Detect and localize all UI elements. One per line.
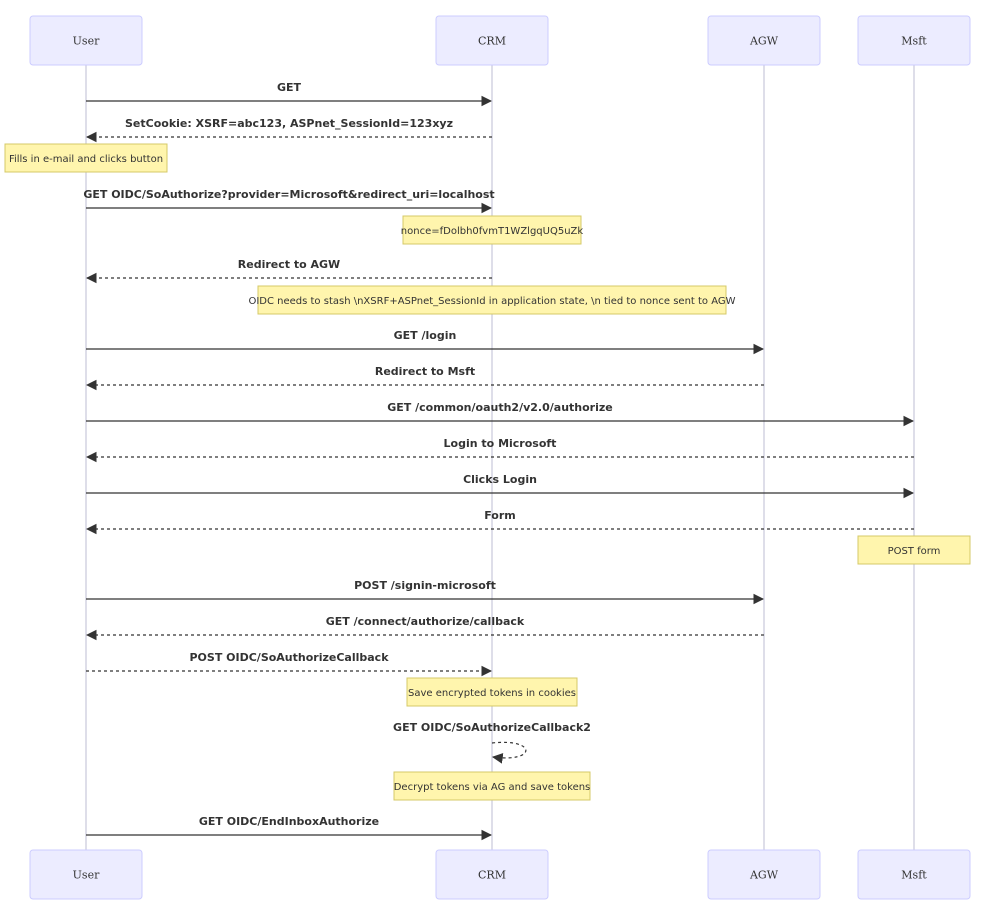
note: Decrypt tokens via AG and save tokens xyxy=(393,771,591,801)
participant-box xyxy=(29,849,143,900)
participant-label: AGW xyxy=(749,35,779,48)
participant-user-top: User xyxy=(29,15,143,66)
note-text: Save encrypted tokens in cookies xyxy=(408,688,576,699)
note-text: OIDC needs to stash \nXSRF+ASPnet_Sessio… xyxy=(248,296,735,307)
note-text: nonce=fDolbh0fvmT1WZlgqUQ5uZk xyxy=(401,226,584,237)
participant-box xyxy=(29,15,143,66)
message-label: GET xyxy=(277,81,302,94)
message: POST /signin-microsoft xyxy=(86,579,765,605)
note: Save encrypted tokens in cookies xyxy=(406,677,578,707)
self-message: GET OIDC/SoAuthorizeCallback2 xyxy=(393,721,591,764)
message: Clicks Login xyxy=(86,473,915,499)
note-box xyxy=(402,215,582,245)
participant-box xyxy=(707,15,821,66)
self-message-arrow xyxy=(491,741,527,764)
note: Fills in e-mail and clicks button xyxy=(4,143,168,173)
message-label: Redirect to AGW xyxy=(238,258,340,271)
message-label: GET OIDC/SoAuthorizeCallback2 xyxy=(393,721,591,734)
message-label: GET /login xyxy=(394,329,457,342)
note-box xyxy=(393,771,591,801)
note-text: Decrypt tokens via AG and save tokens xyxy=(394,782,591,793)
message: POST OIDC/SoAuthorizeCallback xyxy=(86,651,493,677)
message: GET xyxy=(86,81,493,107)
participant-label: CRM xyxy=(478,869,506,882)
message: SetCookie: XSRF=abc123, ASPnet_SessionId… xyxy=(85,117,492,143)
message: GET /connect/authorize/callback xyxy=(85,615,764,641)
note-box xyxy=(406,677,578,707)
note-text: Fills in e-mail and clicks button xyxy=(9,154,163,165)
note: nonce=fDolbh0fvmT1WZlgqUQ5uZk xyxy=(401,215,584,245)
note-box xyxy=(4,143,168,173)
message-label: Form xyxy=(484,509,516,522)
message: Redirect to Msft xyxy=(85,365,764,391)
participant-label: Msft xyxy=(901,869,927,882)
participant-box xyxy=(857,849,971,900)
participant-box xyxy=(857,15,971,66)
note-box xyxy=(257,285,727,315)
participant-box xyxy=(435,849,549,900)
participant-label: CRM xyxy=(478,35,506,48)
participant-label: Msft xyxy=(901,35,927,48)
note: OIDC needs to stash \nXSRF+ASPnet_Sessio… xyxy=(248,285,736,315)
participant-user-bottom: User xyxy=(29,849,143,900)
message: Redirect to AGW xyxy=(85,258,492,284)
message-label: GET /common/oauth2/v2.0/authorize xyxy=(387,401,613,414)
participant-agw-bottom: AGW xyxy=(707,849,821,900)
message: Form xyxy=(85,509,914,535)
message-label: Clicks Login xyxy=(463,473,537,486)
events: GET SetCookie: XSRF=abc123, ASPnet_Sessio… xyxy=(4,81,971,841)
participant-label: AGW xyxy=(749,869,779,882)
participant-crm-bottom: CRM xyxy=(435,849,549,900)
note: POST form xyxy=(857,535,971,565)
message-label: GET OIDC/SoAuthorize?provider=Microsoft&… xyxy=(83,188,494,201)
message-label: Login to Microsoft xyxy=(444,437,557,450)
message-label: POST /signin-microsoft xyxy=(354,579,496,592)
message-label: GET OIDC/EndInboxAuthorize xyxy=(199,815,379,828)
message-label: Redirect to Msft xyxy=(375,365,475,378)
message: GET /common/oauth2/v2.0/authorize xyxy=(86,401,915,427)
participant-label: User xyxy=(73,869,100,882)
message-label: GET /connect/authorize/callback xyxy=(326,615,525,628)
message: Login to Microsoft xyxy=(85,437,914,463)
note-box xyxy=(857,535,971,565)
note-text: POST form xyxy=(888,546,941,557)
message: GET OIDC/EndInboxAuthorize xyxy=(86,815,493,841)
participant-label: User xyxy=(73,35,100,48)
participant-msft-bottom: Msft xyxy=(857,849,971,900)
message: GET OIDC/SoAuthorize?provider=Microsoft&… xyxy=(83,188,495,214)
participant-crm-top: CRM xyxy=(435,15,549,66)
participant-box xyxy=(707,849,821,900)
participant-msft-top: Msft xyxy=(857,15,971,66)
participant-box xyxy=(435,15,549,66)
message-label: POST OIDC/SoAuthorizeCallback xyxy=(189,651,389,664)
message-label: SetCookie: XSRF=abc123, ASPnet_SessionId… xyxy=(125,117,453,130)
participant-agw-top: AGW xyxy=(707,15,821,66)
message: GET /login xyxy=(86,329,765,355)
